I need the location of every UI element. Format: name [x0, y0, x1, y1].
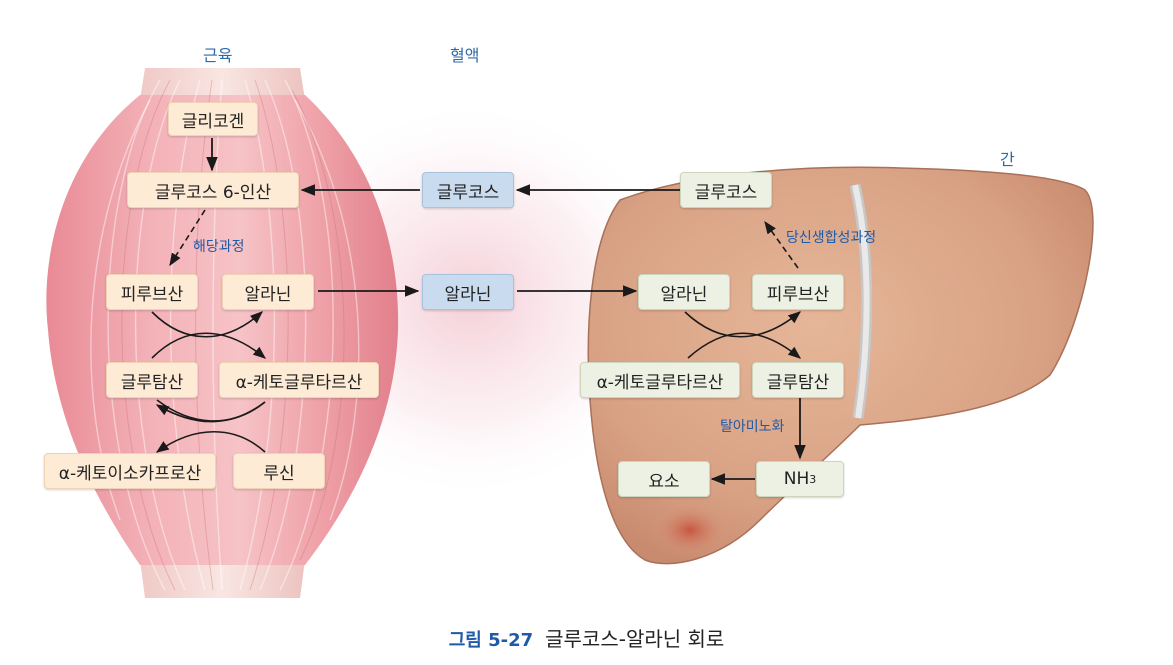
figure-caption: 그림 5-27 글루코스-알라닌 회로	[0, 623, 1173, 652]
gallbladder	[650, 502, 730, 558]
figure-title: 글루코스-알라닌 회로	[545, 627, 724, 651]
blood-alanine-box: 알라닌	[422, 274, 514, 310]
muscle-alanine-box: 알라닌	[222, 274, 314, 310]
muscle-belly	[46, 95, 398, 565]
muscle-glutamate-box: 글루탐산	[106, 362, 198, 398]
liver-alanine-box: 알라닌	[638, 274, 730, 310]
region-label-blood: 혈액	[450, 42, 479, 66]
deamination-label: 탈아미노화	[720, 416, 784, 436]
muscle-g6p-box: 글루코스 6-인산	[127, 172, 299, 208]
figure-number: 그림 5-27	[449, 630, 533, 651]
muscle-akg-box: α-케토글루타르산	[219, 362, 379, 398]
muscle-akic-box: α-케토이소카프로산	[44, 453, 216, 489]
liver-urea-box: 요소	[618, 461, 710, 497]
muscle-glycogen-box: 글리코겐	[168, 102, 258, 136]
glycolysis-label: 해당과정	[193, 236, 245, 256]
nh3-main-text: NH	[784, 469, 810, 489]
liver-glucose-box: 글루코스	[680, 172, 772, 208]
gluconeogenesis-label: 당신생합성과정	[786, 227, 876, 247]
region-label-muscle: 근육	[203, 42, 232, 66]
muscle-lower-tendon	[140, 560, 305, 598]
muscle-pyruvate-box: 피루브산	[106, 274, 198, 310]
liver-akg-box: α-케토글루타르산	[580, 362, 740, 398]
liver-glutamate-box: 글루탐산	[752, 362, 844, 398]
nh3-subscript: 3	[809, 473, 816, 486]
blood-glucose-box: 글루코스	[422, 172, 514, 208]
muscle-leucine-box: 루신	[233, 453, 325, 489]
region-label-liver: 간	[1000, 146, 1015, 170]
liver-pyruvate-box: 피루브산	[752, 274, 844, 310]
